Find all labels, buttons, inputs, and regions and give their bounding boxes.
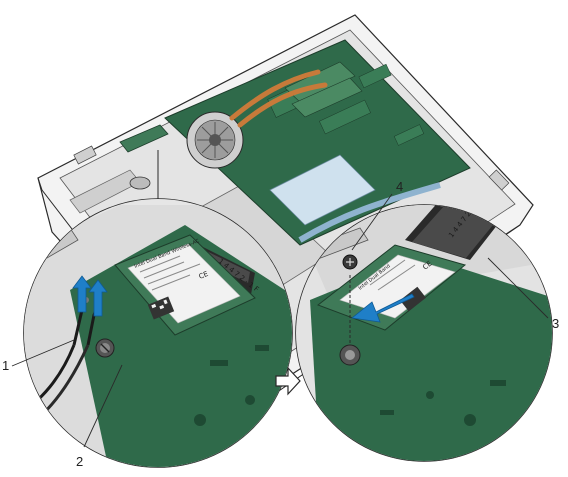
- callout-label-1: 1: [2, 358, 9, 373]
- screw-icon: [343, 255, 357, 269]
- callout-label-3: 3: [552, 316, 559, 331]
- callout-label-4: 4: [396, 179, 403, 194]
- callout-label-2: 2: [76, 454, 83, 469]
